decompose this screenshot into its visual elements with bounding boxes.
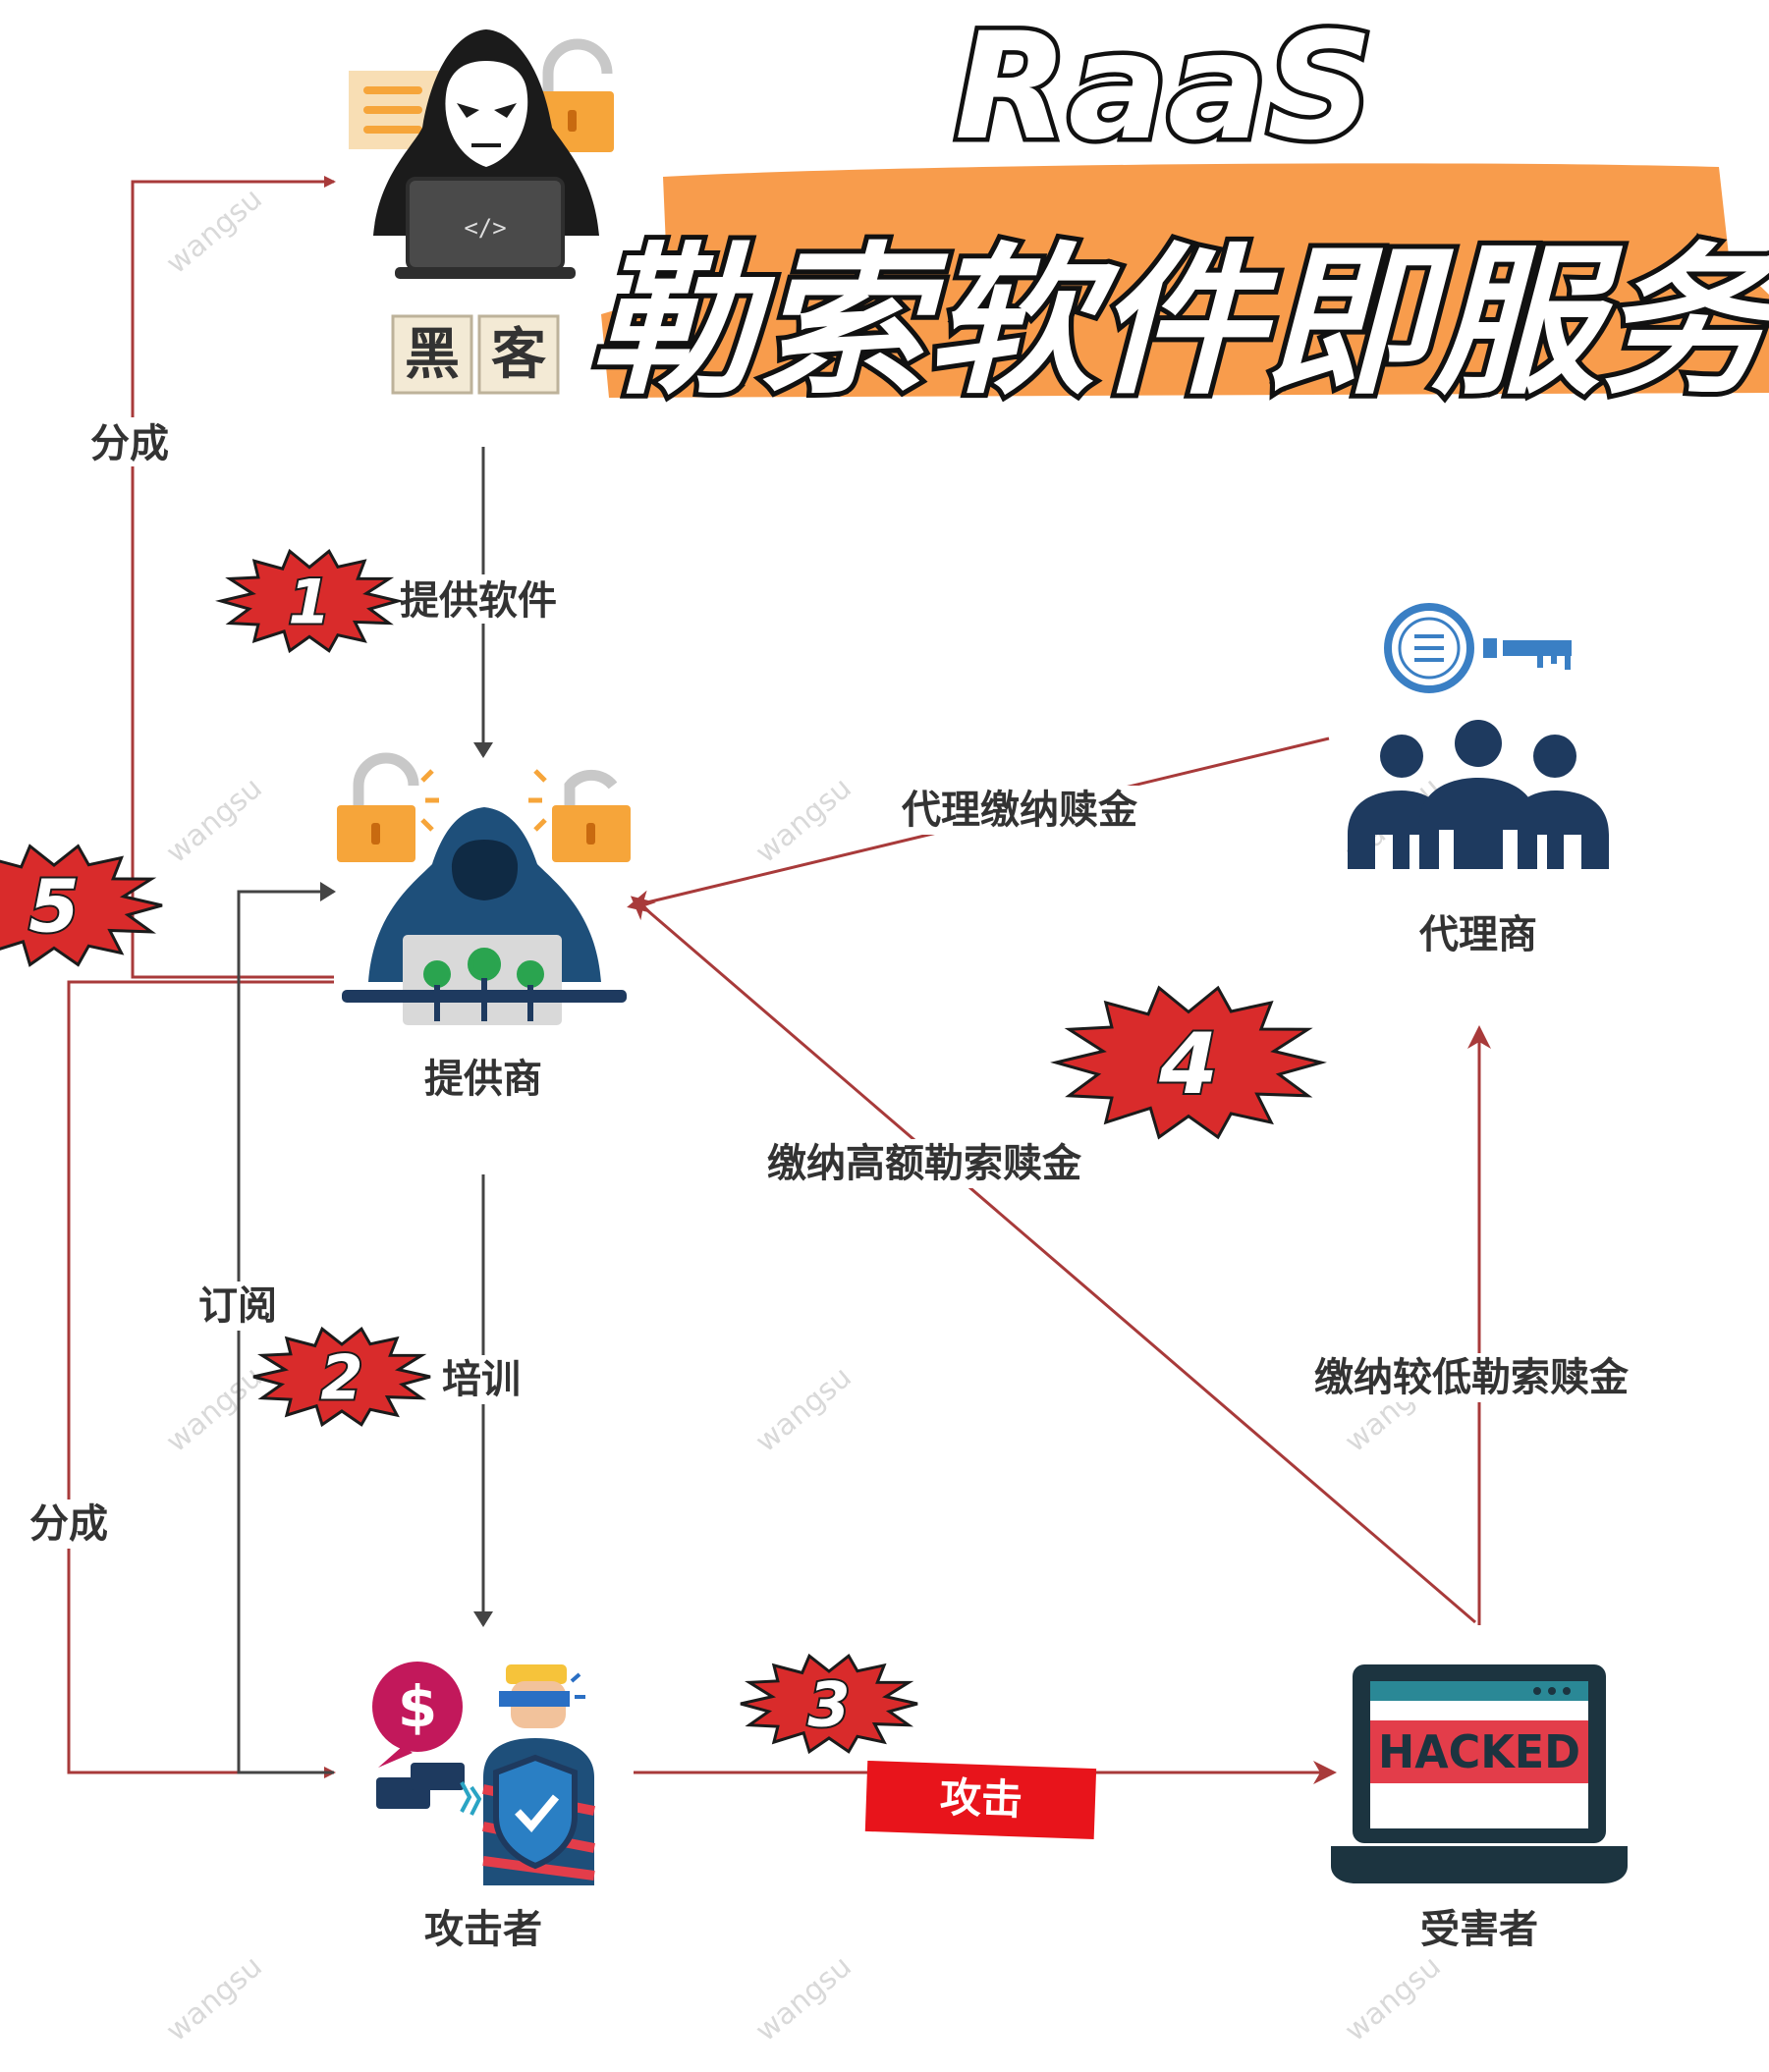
hacked-laptop-icon: HACKED (1331, 1664, 1628, 1883)
blindfolded-person-icon (482, 1664, 595, 1885)
agent-pay-label: 代理缴纳赎金 (901, 788, 1138, 833)
circuit-glyph (423, 948, 544, 1021)
step4-label: 缴纳高额勒索赎金 (767, 1141, 1082, 1186)
handshake-icon (376, 1763, 482, 1816)
subscribe-label: 订阅 (198, 1283, 277, 1329)
arrow-share-to-attacker (67, 980, 336, 1778)
hacker-node: </> 黑 客 (349, 29, 614, 395)
agent-node: 代理商 (1348, 603, 1609, 957)
edge-labels: 分成 订阅 分成 代理缴纳赎金 缴纳高额勒索赎金 缴纳较低勒索赎金 提供软件 培… (28, 417, 1645, 1840)
share-label-top: 分成 (90, 421, 169, 466)
arrow-share-to-hacker (131, 176, 336, 979)
attack-badge: 攻击 (864, 1760, 1097, 1840)
step-burst-2 (252, 1326, 431, 1428)
step-number-4: 4 (1158, 1015, 1218, 1114)
watermark: wangsu (160, 1949, 269, 2048)
hacker-tag: 黑 客 (391, 314, 560, 395)
connectors (67, 176, 1491, 1784)
step-burst-1 (215, 548, 404, 654)
people-group-icon (1348, 720, 1609, 869)
dollar-glyph: $ (398, 1673, 437, 1740)
hacker-tag-char: 客 (491, 323, 546, 387)
watermark: wangsu (160, 771, 269, 870)
attacker-node: $ 攻击者 (372, 1662, 595, 1952)
title-brush (601, 163, 1769, 398)
provider-node: 提供商 (337, 752, 631, 1102)
hacked-screen-text: HACKED (1378, 1725, 1580, 1778)
money-bag-icon: $ (372, 1662, 463, 1768)
step-number-3: 3 (807, 1668, 850, 1740)
code-glyph: </> (464, 214, 506, 242)
step-number-5: 5 (28, 865, 80, 950)
arrow-subscribe-to-provider (237, 882, 336, 1774)
circuit-key-icon (1384, 603, 1572, 693)
hooded-hacker-icon: </> (373, 29, 599, 279)
hooded-hacker-laptop-icon (342, 807, 627, 1025)
step3-label: 攻击 (939, 1773, 1023, 1825)
title-main: RaaS (955, 2, 1373, 173)
unlocked-padlock-icon (528, 769, 631, 862)
arrow-victim-to-provider (630, 896, 1476, 1624)
victim-to-agent-label: 缴纳较低勒索赎金 (1314, 1355, 1630, 1400)
agent-label: 代理商 (1418, 912, 1537, 957)
step-bursts: 1 2 3 4 5 (0, 548, 1327, 1755)
watermark: wangsu (160, 182, 269, 281)
step1-label: 提供软件 (400, 578, 557, 624)
watermark: wangsu (1339, 1949, 1448, 2048)
step2-label: 培训 (442, 1357, 521, 1402)
attacker-label: 攻击者 (424, 1907, 542, 1952)
step-number-1: 1 (288, 566, 330, 637)
title-block: RaaS 勒索软件即服务 (584, 0, 1769, 421)
step-burst-4 (1050, 985, 1327, 1140)
step-burst-5 (0, 844, 163, 967)
step-burst-3 (740, 1653, 918, 1755)
watermark: wangsu (160, 1360, 269, 1459)
victim-node: HACKED 受害者 (1331, 1664, 1628, 1952)
provider-label: 提供商 (424, 1057, 542, 1102)
watermark: wangsu (749, 1360, 858, 1459)
unlocked-padlock-icon (337, 752, 439, 862)
share-label-bottom: 分成 (29, 1501, 108, 1547)
watermark: wangsu (749, 1949, 858, 2048)
title-sub: 勒索软件即服务 (589, 228, 1769, 416)
hacker-tag-char: 黑 (405, 323, 460, 387)
victim-label: 受害者 (1420, 1907, 1538, 1952)
step-number-2: 2 (320, 1341, 362, 1413)
